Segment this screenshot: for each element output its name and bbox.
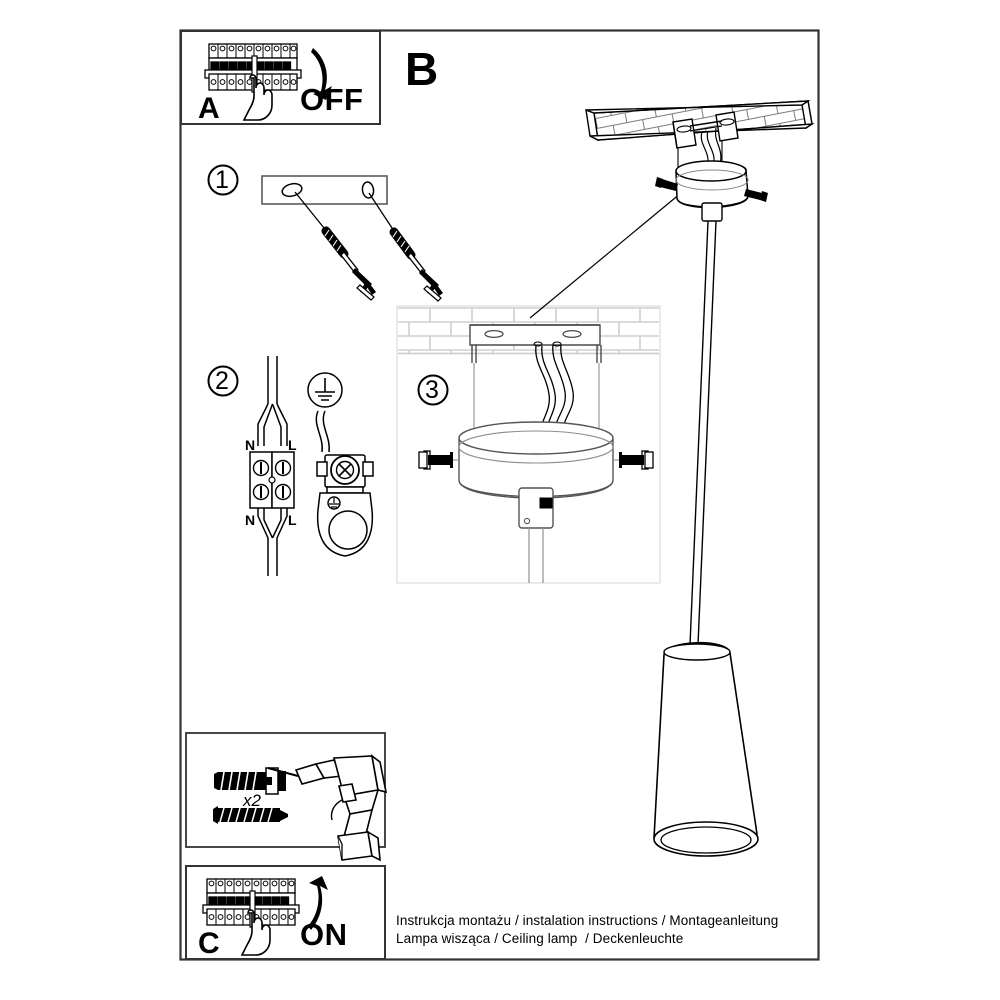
circuit-breaker-panel-a	[204, 43, 302, 93]
detail-3-mounting-bracket	[469, 324, 602, 363]
sheet-frame	[179, 29, 820, 961]
screw-with-anchor-left	[294, 191, 376, 301]
section-c-letter: C	[198, 927, 220, 960]
screw-icon	[213, 806, 288, 824]
b-cable-gland	[701, 202, 723, 222]
step-3-marker-circle	[417, 374, 449, 406]
earth-ground-icon	[307, 372, 343, 408]
detail-3-cable-gland	[518, 487, 554, 583]
section-a-box	[180, 30, 381, 125]
detail-callout-leader-line	[529, 192, 682, 319]
section-b-letter: B	[405, 43, 439, 95]
step-2-number: 2	[215, 367, 229, 395]
earth-wire	[315, 410, 330, 453]
circuit-breaker-panel-c	[202, 878, 300, 928]
section-c-box	[185, 865, 386, 960]
hand-pointing-icon-c	[240, 909, 271, 956]
detail-3-fixing-screw-right	[613, 450, 654, 470]
terminal-label-top-l: L	[288, 437, 297, 453]
power-drill-icon	[267, 754, 388, 862]
hand-pointing-icon-a	[242, 74, 273, 121]
step-1-marker-circle	[207, 164, 239, 196]
b-canopy-screw-left	[655, 177, 678, 191]
step-2-marker-circle	[207, 365, 239, 397]
step-1-hole-right	[361, 181, 375, 199]
step-1-number: 1	[215, 166, 229, 194]
step-1-hole-left	[281, 182, 303, 198]
terminal-label-bottom-n: N	[245, 512, 256, 528]
step-2-wiring	[249, 356, 295, 576]
section-a-letter: A	[198, 92, 220, 125]
wall-plug-anchor-icon	[214, 767, 286, 795]
terminal-label-top-n: N	[245, 437, 256, 453]
arrow-curved-up-icon-c	[308, 876, 328, 930]
arrow-curved-down-icon-a	[311, 48, 332, 100]
b-canopy	[675, 160, 749, 209]
footer-line-1: Instrukcja montażu / instalation instruc…	[396, 913, 779, 928]
detail-3-fixing-screw-left	[418, 450, 459, 470]
detail-3-canopy	[458, 421, 614, 499]
lamp-socket-with-earth-screw	[316, 454, 374, 557]
b-suspension-cable	[689, 220, 717, 646]
screw-with-anchor-right	[368, 192, 443, 302]
b-mounting-bracket	[672, 111, 739, 175]
b-ceiling-panel	[585, 99, 815, 142]
footer-line-2: Lampa wisząca / Ceiling lamp / Deckenleu…	[396, 931, 684, 946]
tools-quantity-label: x2	[243, 791, 261, 810]
section-c-action-label: ON	[300, 917, 348, 952]
step-3-number: 3	[425, 376, 439, 404]
b-canopy-screw-right	[744, 189, 768, 202]
section-a-action-label: OFF	[300, 82, 364, 117]
terminal-label-bottom-l: L	[288, 512, 297, 528]
b-lamp-shade	[653, 641, 759, 857]
